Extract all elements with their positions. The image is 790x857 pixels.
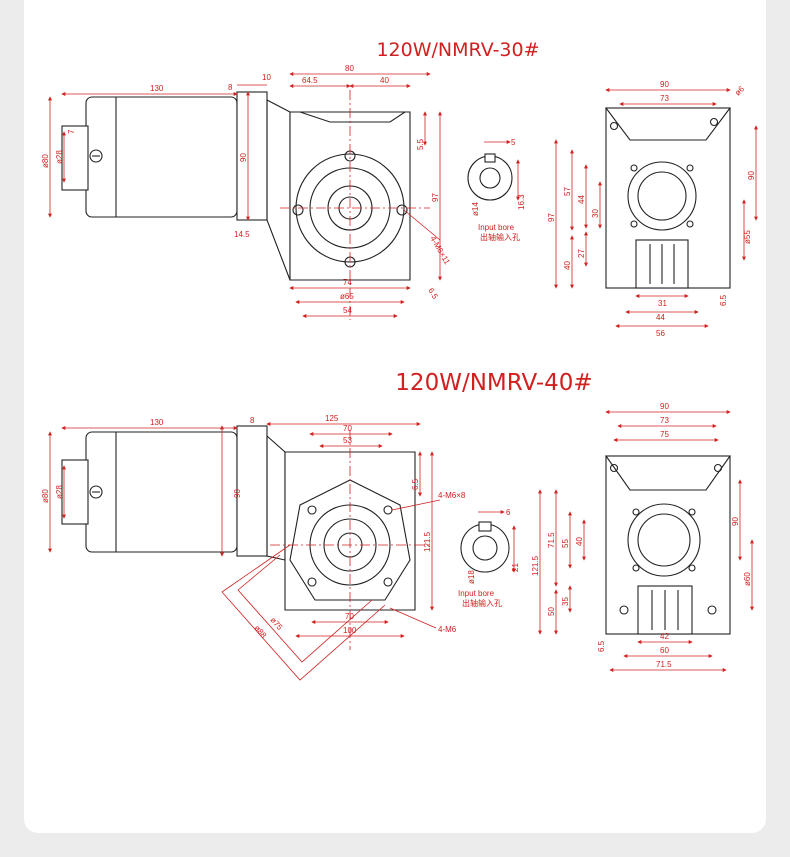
shaft-housing-40 [627, 503, 701, 577]
motor-flange-40 [236, 425, 268, 557]
end-dim-44: 44 [577, 195, 586, 204]
dim-total: 80 [345, 64, 354, 73]
dim-motor-diameter-40: ø80 [41, 489, 50, 503]
dim-motor-length-40: 130 [150, 418, 164, 427]
end-width-75: 75 [660, 430, 669, 439]
motor-body [85, 96, 238, 218]
end-dim-57: 57 [563, 187, 572, 196]
dim-endcap-diameter: ø28 [55, 150, 64, 164]
end-dim-90-40: 90 [731, 517, 740, 526]
end-width-holes-40: 73 [660, 416, 669, 425]
dim-base-width: 74 [343, 278, 352, 287]
dim-motor-length: 130 [150, 84, 164, 93]
dim-base-70: 70 [345, 612, 354, 621]
motor-endcap [61, 125, 89, 191]
end-flange-diameter: ø55 [743, 230, 752, 244]
end-hole-diameter: ø6 [733, 84, 746, 97]
title-nmrv30: 120W/NMRV-30# [376, 39, 539, 61]
dim-motor-diameter: ø80 [41, 154, 50, 168]
dim-flange-height: 90 [239, 153, 248, 162]
end-base-60: 60 [660, 646, 669, 655]
bore-key-width: 5 [511, 138, 516, 147]
end-flange-diameter-40: ø60 [743, 572, 752, 586]
dim-flange-40: 8 [250, 416, 255, 425]
end-dim-30: 30 [591, 209, 600, 218]
end-dim-55: 55 [561, 539, 570, 548]
dimensions-end-nmrv30: 90 73 ø6 97 57 44 30 27 40 90 ø55 31 44 … [547, 80, 758, 338]
dim-screw-bottom-40: 4-M6 [438, 625, 457, 634]
dim-right: 40 [380, 76, 389, 85]
dim-flange: 8 [228, 83, 233, 92]
bore-diameter-40: ø18 [467, 570, 476, 584]
dim-top-offset-40: 6.5 [411, 478, 420, 490]
side-view-nmrv40 [61, 425, 430, 681]
end-base-44: 44 [656, 313, 665, 322]
dim-gap: 10 [262, 73, 271, 82]
dim-width-70: 70 [343, 424, 352, 433]
end-base-42: 42 [660, 632, 669, 641]
bore-label-cn-40: 出轴输入孔 [462, 598, 502, 608]
end-width-outer-40: 90 [660, 402, 669, 411]
end-dim-715: 71.5 [547, 532, 556, 548]
end-dim-50: 50 [547, 607, 556, 616]
end-view-nmrv40 [604, 455, 732, 635]
dimensions-side-nmrv30: 130 8 10 64.5 80 40 ø80 ø28 7 90 5.5 97 … [41, 64, 452, 318]
bore-diameter: ø14 [471, 202, 480, 216]
dim-half: 64.5 [302, 76, 318, 85]
end-base-65-40: 6.5 [597, 640, 606, 652]
end-base-56: 56 [656, 329, 665, 338]
dim-base-offset: 14.5 [234, 230, 250, 239]
dimensions-end-nmrv40: 90 73 75 121.5 71.5 55 40 35 50 90 ø60 4… [531, 402, 754, 672]
dim-pcd: ø65 [340, 292, 354, 301]
dim-flange-height-40: 90 [233, 489, 242, 498]
dim-top-offset: 5.5 [416, 138, 425, 150]
end-dim-35: 35 [561, 597, 570, 606]
dim-width-53: 53 [343, 436, 352, 445]
dim-gearbox-height: 97 [431, 193, 440, 202]
title-nmrv40: 120W/NMRV-40# [395, 370, 592, 396]
motor-body-40 [85, 431, 238, 553]
end-dim-40: 40 [563, 261, 572, 270]
bore-label-en-40: Input bore [458, 589, 495, 598]
dim-inner-width: 54 [343, 306, 352, 315]
end-dim-27: 27 [577, 249, 586, 258]
end-view-nmrv30 [604, 107, 732, 289]
bore-depth: 16.3 [517, 194, 526, 210]
motor-flange [236, 91, 268, 221]
end-width-holes: 73 [660, 94, 669, 103]
motor-endcap-40 [61, 459, 89, 525]
bore-label-en: Input bore [478, 223, 515, 232]
end-dim-90: 90 [747, 171, 756, 180]
end-base-715: 71.5 [656, 660, 672, 669]
dim-base-100: 100 [343, 626, 357, 635]
side-view-nmrv30 [61, 90, 430, 320]
bore-label-cn: 出轴输入孔 [480, 232, 520, 242]
dim-endcap-offset: 7 [67, 129, 76, 134]
dim-pcd-75: ø75 [268, 616, 284, 633]
dim-chamfer: 6.5 [426, 287, 440, 302]
end-width-outer: 90 [660, 80, 669, 89]
end-dim-40: 40 [575, 537, 584, 546]
end-base-65: 6.5 [719, 294, 728, 306]
bore-key-width-40: 6 [506, 508, 511, 517]
end-height: 97 [547, 213, 556, 222]
input-bore-nmrv40: 6 ø18 21 Input bore 出轴输入孔 [458, 508, 520, 608]
dim-screw-top-40: 4-M6×8 [438, 491, 466, 500]
bore-depth-40: 21 [511, 563, 520, 572]
dim-total-40: 125 [325, 414, 339, 423]
dim-endcap-diameter-40: ø28 [55, 485, 64, 499]
end-height-40: 121.5 [531, 555, 540, 576]
dim-pcd-88: ø88 [252, 624, 268, 641]
dim-gearbox-height-40: 121.5 [423, 531, 432, 552]
input-bore-nmrv30: 5 ø14 16.3 Input bore 出轴输入孔 [467, 138, 526, 242]
end-base-31: 31 [658, 299, 667, 308]
